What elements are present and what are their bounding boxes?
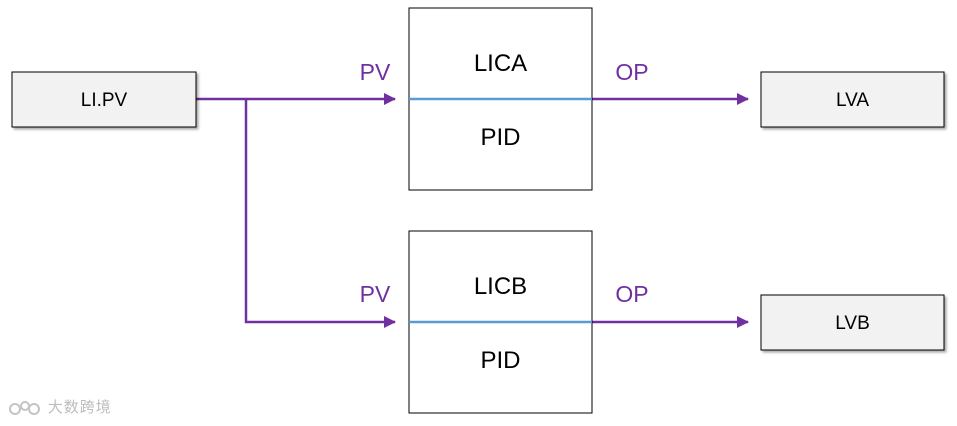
valve-a-block: LVA [760,71,945,128]
controller-a-type: PID [480,124,520,151]
watermark-logo [9,400,40,415]
source-block: LI.PV [11,71,197,128]
port-b-out-label: OP [615,281,648,307]
valve-a-label: LVA [836,90,869,111]
controller-b-block: LICB PID [408,230,593,414]
controller-a-name: LICA [474,50,527,77]
controller-b-type: PID [480,347,520,374]
connectors [196,93,749,328]
controller-a-block: LICA PID [408,7,593,191]
port-b-in-label: PV [360,281,391,307]
controller-b-name: LICB [474,273,527,300]
valve-b-block: LVB [760,294,945,351]
port-a-out-label: OP [615,59,648,85]
valve-b-label: LVB [835,313,870,334]
connector-source-to-licb [244,99,396,328]
port-a-in-label: PV [360,59,391,85]
watermark: 大数跨境 [8,396,112,418]
source-label: LI.PV [81,90,128,111]
watermark-text: 大数跨境 [47,398,112,416]
